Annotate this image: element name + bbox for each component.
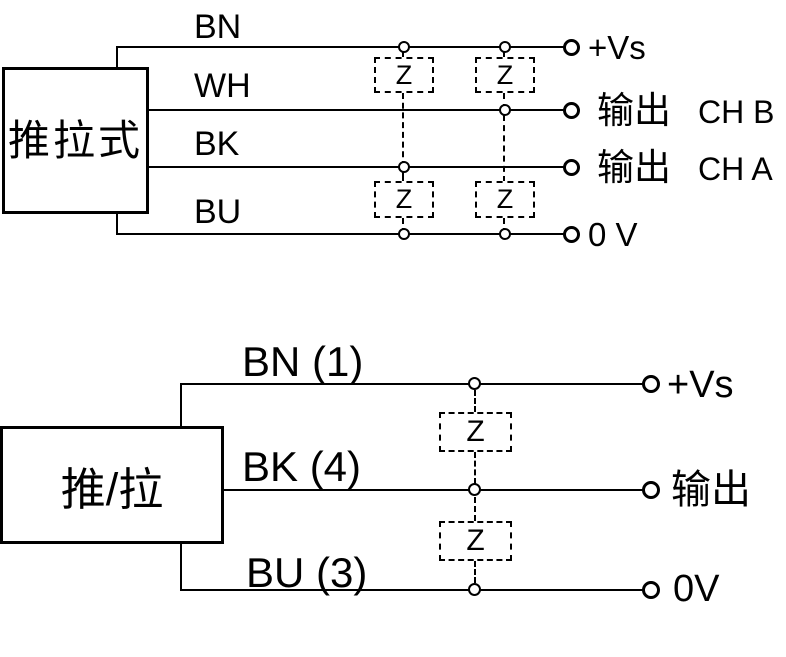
device-box: 推拉式 (2, 67, 149, 214)
zener-box: Z (439, 521, 512, 561)
zener-label: Z (395, 59, 413, 90)
terminal-label-0v: 0V (673, 568, 720, 610)
zener-label: Z (466, 415, 485, 448)
device-label: 推拉式 (7, 116, 143, 164)
wire-bn-stub (116, 46, 118, 69)
zener-link (503, 218, 505, 234)
junction-dot (499, 228, 511, 240)
zener-label: Z (496, 59, 514, 90)
zener-label: Z (496, 184, 514, 214)
wire-bu3-stub (180, 542, 182, 591)
zener-box: Z (475, 181, 535, 218)
zener-link (474, 452, 476, 484)
terminal-label-out: 输出 (597, 147, 671, 188)
wire-label-bk: BK (194, 125, 240, 163)
zener-link (474, 561, 476, 583)
wire-bn1-stub (180, 383, 182, 428)
terminal-circle (642, 481, 660, 499)
junction-dot (468, 583, 481, 596)
wire-bk4 (223, 489, 643, 491)
zener-link (503, 48, 505, 58)
zener-box: Z (475, 57, 535, 93)
terminal-circle (642, 581, 660, 599)
junction-dot (398, 41, 410, 53)
wire-label-bn: BN (194, 8, 242, 46)
terminal-label-out: 输出 (671, 468, 751, 512)
wire-wh (149, 109, 564, 111)
channel-label: CH A (698, 151, 773, 187)
zener-link (402, 93, 404, 167)
wire-label-bk4: BK (4) (242, 443, 362, 490)
wire-bk (149, 166, 564, 168)
terminal-circle (563, 159, 580, 176)
wire-bu-stub (116, 212, 118, 235)
junction-dot (468, 377, 481, 390)
terminal-label-vs: +Vs (588, 29, 646, 66)
channel-label: CH B (698, 94, 775, 130)
junction-dot (398, 161, 410, 173)
terminal-label-vs: +Vs (667, 364, 734, 406)
zener-label: Z (466, 524, 485, 557)
zener-box: Z (374, 181, 434, 218)
zener-label: Z (395, 184, 413, 214)
device-label: 推/拉 (60, 463, 164, 515)
zener-box: Z (439, 412, 512, 452)
terminal-circle (642, 375, 660, 393)
wire-bu (117, 233, 564, 235)
junction-dot (499, 104, 511, 116)
zener-box: Z (374, 57, 434, 93)
zener-link (503, 93, 505, 110)
wire-label-wh: WH (194, 67, 251, 105)
terminal-label-out-chb: 输出 CH B (597, 92, 774, 129)
wire-label-bn1: BN (1) (242, 338, 364, 385)
zener-link (474, 390, 476, 412)
terminal-label-0v: 0 V (588, 216, 638, 253)
zener-link (503, 115, 505, 182)
terminal-circle (563, 226, 580, 243)
terminal-circle (563, 102, 580, 119)
junction-dot (499, 41, 511, 53)
wire-bu3 (181, 589, 643, 591)
wire-bn1 (181, 383, 643, 385)
zener-link (402, 218, 404, 234)
wire-label-bu3: BU (3) (246, 549, 368, 596)
junction-dot (398, 228, 410, 240)
wire-bn (117, 46, 564, 48)
zener-link (402, 172, 404, 182)
terminal-label-out: 输出 (597, 90, 671, 131)
junction-dot (468, 483, 481, 496)
terminal-label-out-cha: 输出 CH A (597, 149, 773, 186)
zener-link (402, 48, 404, 58)
terminal-circle (563, 39, 580, 56)
wire-label-bu: BU (194, 193, 242, 231)
device-box: 推/拉 (0, 426, 224, 544)
zener-link (474, 497, 476, 521)
